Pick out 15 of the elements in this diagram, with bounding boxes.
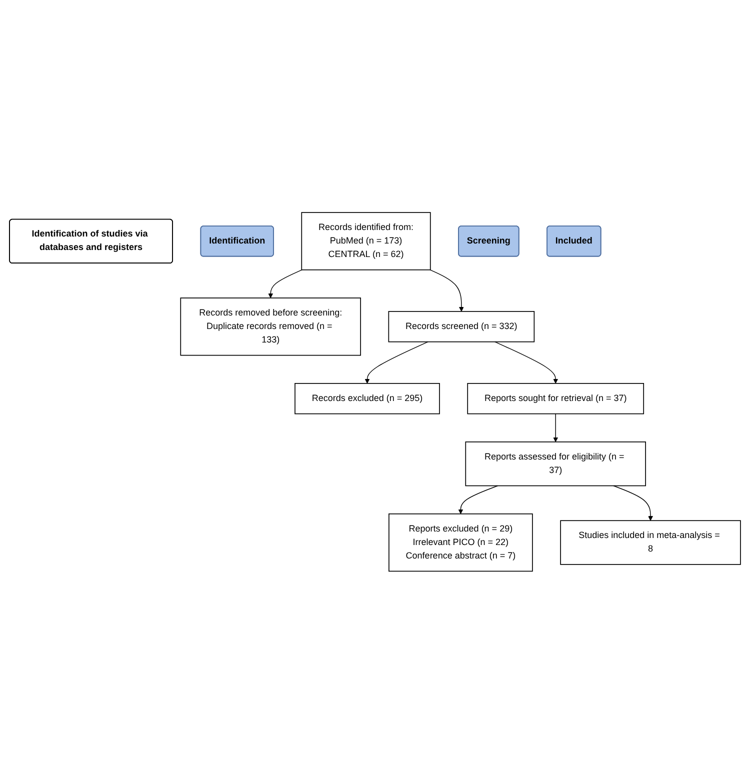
node-box: Records screened (n = 332): [388, 310, 535, 342]
node-box: Records identified from: PubMed (n = 173) CENTRAL (n = 62): [301, 212, 431, 270]
node-box: Reports assessed for eligibility (n = 37): [465, 441, 646, 486]
node-box: Records excluded (n = 295): [294, 382, 440, 414]
arrow: [364, 341, 428, 384]
arrow: [268, 269, 302, 298]
arrow: [613, 485, 653, 520]
node-box: Reports excluded (n = 29) Irrelevant PICO (n = 22) Conference abstract (n = 7): [388, 513, 533, 572]
node-box: Studies included in meta-analysis = 8: [560, 520, 741, 565]
node-box: Reports sought for retrieval (n = 37): [467, 382, 644, 414]
node-box: Records removed before screening: Duplicate records removed (n = 133): [180, 297, 361, 356]
arrow: [494, 341, 558, 384]
arrow: [553, 413, 558, 442]
arrow: [458, 485, 498, 514]
arrow: [430, 269, 464, 312]
